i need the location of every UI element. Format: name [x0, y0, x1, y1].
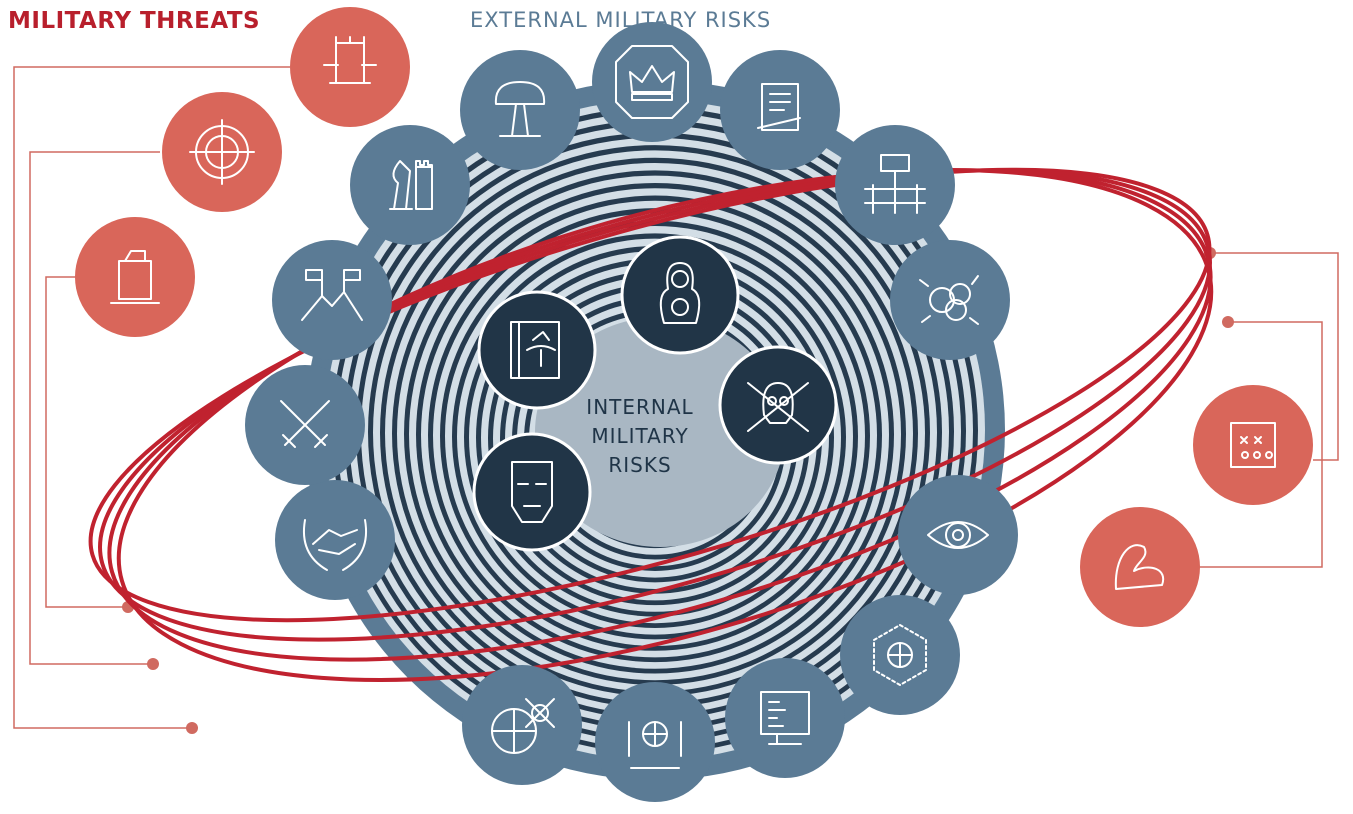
- connector-dot: [186, 722, 198, 734]
- internal-label-line-3: RISKS: [608, 453, 672, 477]
- connector-line: [29, 151, 160, 665]
- fortress-tower-icon: [290, 7, 410, 127]
- explosion-icon: [890, 240, 1010, 360]
- orbit-line: [88, 167, 1212, 623]
- crossed-swords-icon: [245, 365, 365, 485]
- threat-icons: [75, 7, 1313, 627]
- orbit-line: [98, 168, 1212, 642]
- angry-face-icon: [472, 432, 592, 552]
- nesting-doll-icon: [620, 235, 740, 355]
- connector-dot: [1222, 316, 1234, 328]
- computer-code-icon: [725, 658, 845, 778]
- eagle-book-icon: [477, 290, 597, 410]
- battle-plan-icon: [1193, 385, 1313, 505]
- inner-core: [535, 317, 785, 547]
- global-politics-icon: [595, 682, 715, 802]
- external-risk-icons: [245, 22, 1018, 802]
- cyber-pirate-globe-icon: [462, 665, 582, 785]
- internal-label-line-2: MILITARY: [591, 424, 689, 448]
- war-border-icon: [835, 125, 955, 245]
- orbit-lines: [88, 167, 1214, 682]
- treaty-document-icon: [720, 50, 840, 170]
- connector-line: [45, 276, 128, 608]
- connector-line: [13, 66, 290, 729]
- external-risks-title: EXTERNAL MILITARY RISKS: [470, 8, 772, 32]
- nuclear-cloud-icon: [460, 50, 580, 170]
- connector-line: [1210, 252, 1339, 461]
- handshake-wreath-icon: [275, 480, 395, 600]
- orbit-line: [116, 168, 1214, 682]
- military-threats-title: MILITARY THREATS: [8, 8, 261, 34]
- mountain-flags-icon: [272, 240, 392, 360]
- internal-label-line-1: INTERNAL: [586, 395, 694, 419]
- connector-line: [1183, 321, 1323, 568]
- chess-pieces-icon: [350, 125, 470, 245]
- orbit-line: [107, 168, 1213, 662]
- eye-icon: [898, 475, 1018, 595]
- eagle-crosshair-icon: [162, 92, 282, 212]
- flexed-arm-icon: [1080, 507, 1200, 627]
- crown-icon: [592, 22, 712, 142]
- internal-risks-label: INTERNAL MILITARY RISKS: [560, 393, 720, 480]
- skull-crossbones-icon: [718, 345, 838, 465]
- internal-risk-icons: [472, 235, 838, 552]
- connector-dot: [147, 658, 159, 670]
- fuel-canister-icon: [75, 217, 195, 337]
- globe-network-icon: [840, 595, 960, 715]
